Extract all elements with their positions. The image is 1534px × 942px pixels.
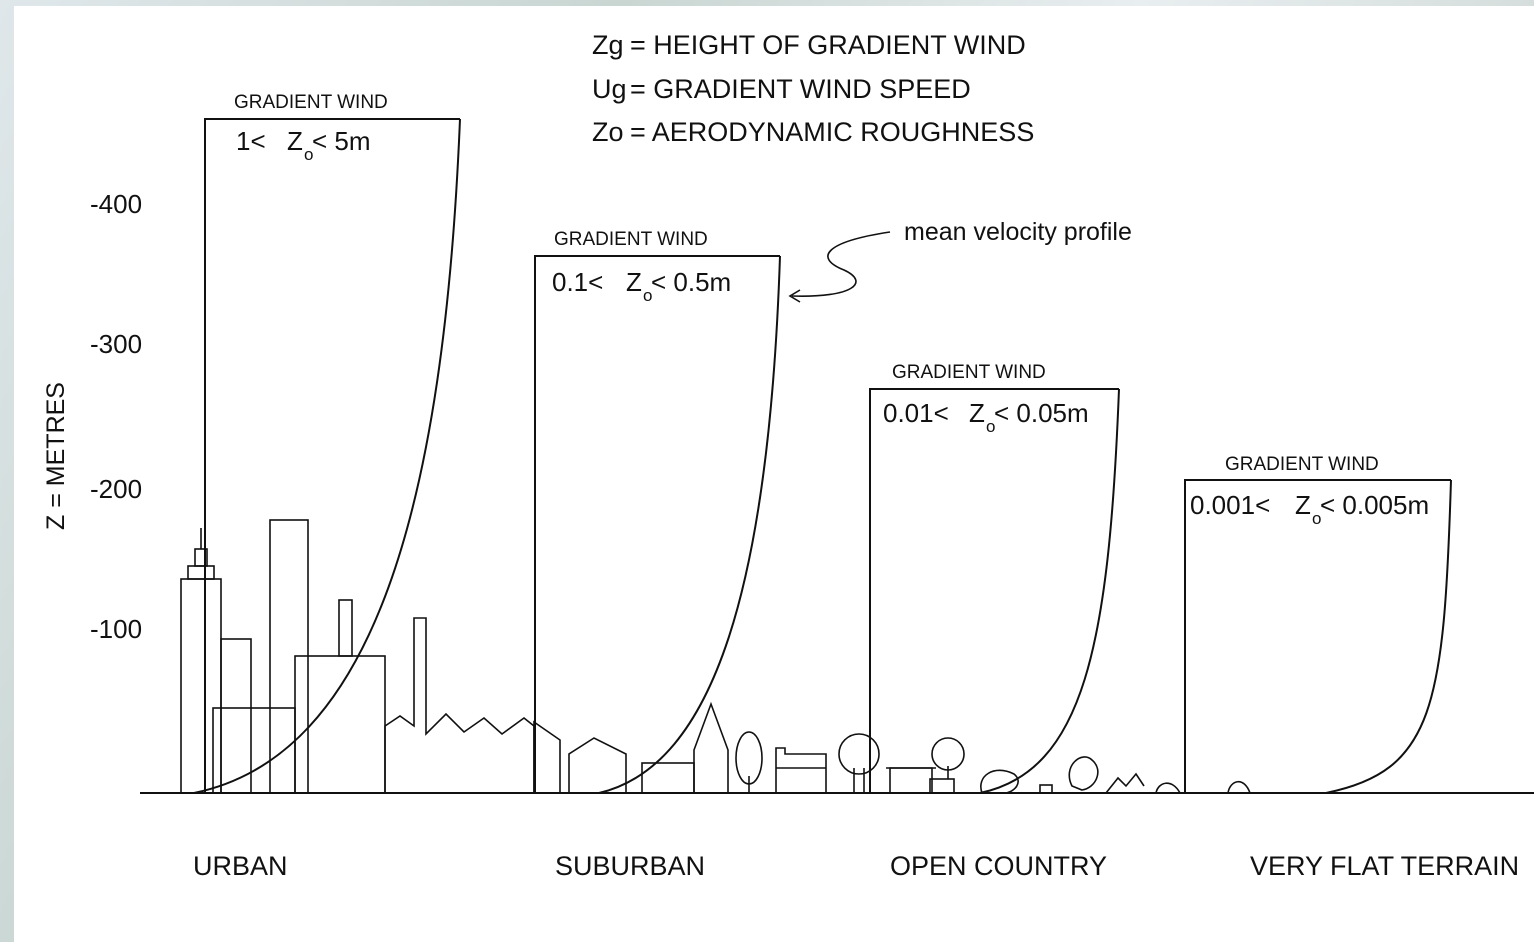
terrain-label-open-country: OPEN COUNTRY [890,851,1107,881]
z-symbol: Z [626,267,642,297]
profile-box [204,118,460,793]
roughness-lower: 0.1< [552,267,603,297]
gradient-wind-label: GRADIENT WIND [554,229,708,250]
terrain-label-urban: URBAN [193,851,288,881]
legend-text-ug: = GRADIENT WIND SPEED [630,74,971,104]
z-symbol: Z [969,398,985,428]
y-tick-300: -300 [90,329,142,359]
profile-box [1184,479,1451,793]
y-tick-200: -200 [90,474,142,504]
z-symbol: Z [1295,490,1311,520]
legend-text-zo: = AERODYNAMIC ROUGHNESS [630,117,1034,147]
gradient-wind-label: GRADIENT WIND [1225,454,1379,475]
roughness-lower: 0.001< [1190,490,1270,520]
roughness-upper: < 0.5m [651,267,731,297]
y-axis: Z = METRES -400 -300 -200 -100 [42,189,142,644]
roughness-range: 0.1< Z o < 0.5m [552,267,731,305]
open-country-features [886,737,1181,794]
velocity-profile-callout: mean velocity profile [788,218,1132,303]
profile-urban: GRADIENT WIND 1< Z o < 5m [180,92,561,794]
gradient-wind-label: GRADIENT WIND [892,362,1046,383]
callout-text: mean velocity profile [904,218,1132,246]
suburban-buildings [568,701,880,794]
velocity-profile-curve [193,118,461,794]
roughness-range: 1< Z o < 5m [236,126,371,164]
callout-arrow-line [791,231,891,297]
subscript-o: o [1312,509,1321,528]
velocity-profile-curve [1325,479,1452,794]
legend-symbol-zg: Zg [592,30,624,60]
arrowhead-icon [788,289,801,303]
roughness-lower: 1< [236,126,266,156]
velocity-profile-curve [598,255,781,794]
legend-text-zg: = HEIGHT OF GRADIENT WIND [630,30,1026,60]
roughness-upper: < 5m [312,126,371,156]
roughness-upper: < 0.005m [1320,490,1429,520]
profile-very-flat-terrain: GRADIENT WIND 0.001< Z o < 0.005m [1184,454,1452,794]
profile-box [534,255,780,793]
y-tick-400: -400 [90,189,142,219]
roughness-upper: < 0.05m [994,398,1089,428]
profile-box [869,388,1119,793]
velocity-profile-curve [979,388,1120,794]
roughness-range: 0.001< Z o < 0.005m [1190,490,1429,528]
terrain-label-suburban: SUBURBAN [555,851,705,881]
diagram-canvas: Zg = HEIGHT OF GRADIENT WIND Ug = GRADIE… [42,30,1534,881]
wind-profile-diagram: Zg = HEIGHT OF GRADIENT WIND Ug = GRADIE… [14,6,1534,942]
small-shrub [1227,780,1251,794]
gradient-wind-label: GRADIENT WIND [234,92,388,113]
subscript-o: o [643,286,652,305]
legend-symbol-zo: Zo [592,117,624,147]
terrain-label-very-flat: VERY FLAT TERRAIN [1250,851,1519,881]
profile-suburban: GRADIENT WIND 0.1< Z o < 0.5m [534,229,880,794]
roughness-lower: 0.01< [883,398,949,428]
profile-open-country: GRADIENT WIND 0.01< Z o < 0.05m [869,362,1181,794]
legend-symbol-ug: Ug [592,74,627,104]
y-tick-100: -100 [90,614,142,644]
roughness-range: 0.01< Z o < 0.05m [883,398,1089,436]
terrain-labels: URBAN SUBURBAN OPEN COUNTRY VERY FLAT TE… [193,851,1519,881]
urban-buildings [180,519,561,794]
subscript-o: o [986,417,995,436]
legend: Zg = HEIGHT OF GRADIENT WIND Ug = GRADIE… [592,30,1034,147]
y-axis-title: Z = METRES [42,382,70,530]
z-symbol: Z [287,126,303,156]
subscript-o: o [304,145,313,164]
